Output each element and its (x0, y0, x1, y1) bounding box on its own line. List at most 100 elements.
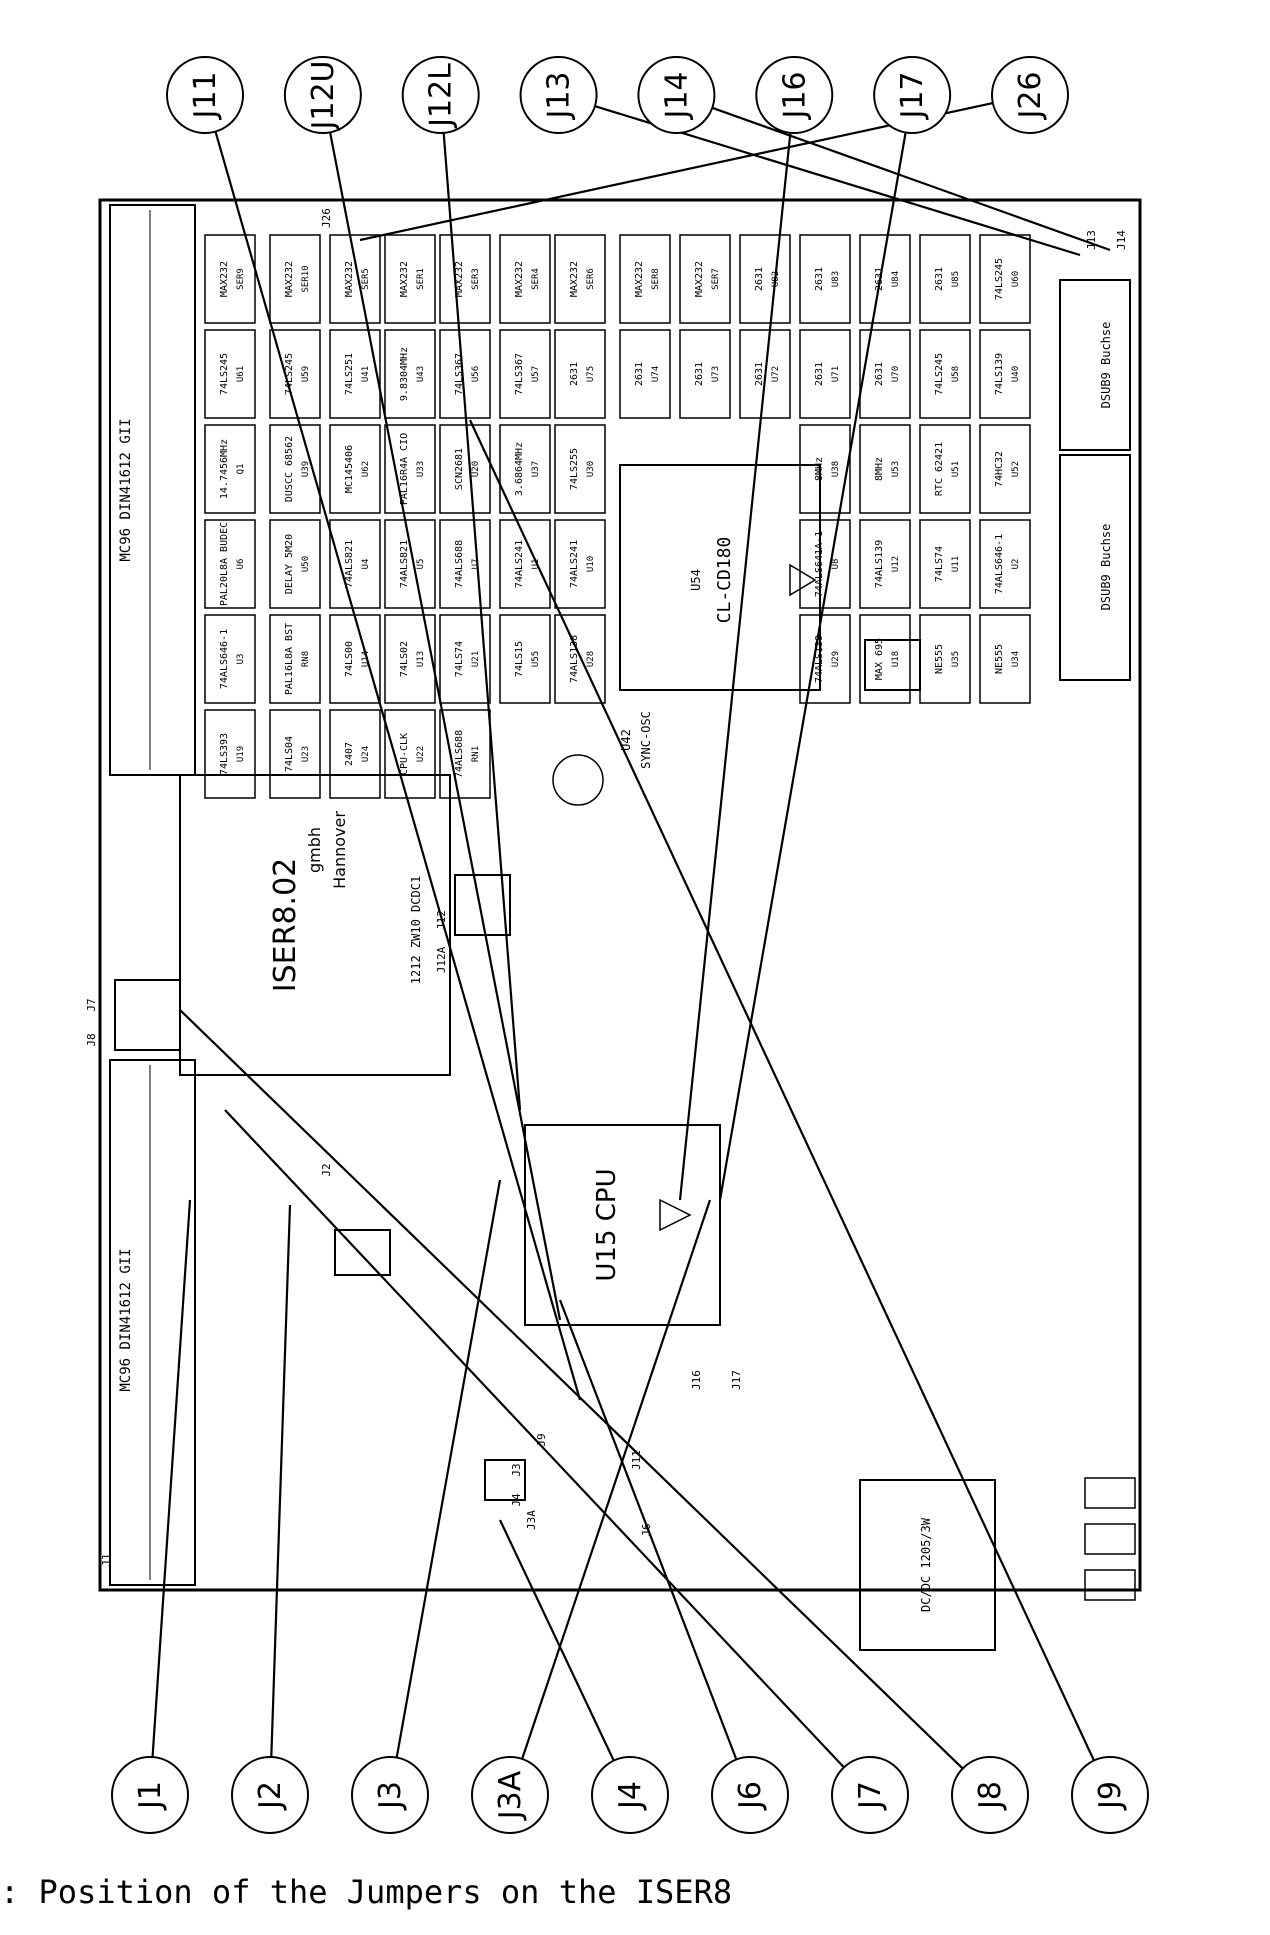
jumper-callout: J12L (401, 56, 480, 134)
jumper-label: J3 (373, 1781, 408, 1811)
leader-line (469, 419, 1095, 1762)
chip-label: MAX232 (344, 261, 355, 297)
leader-line (359, 101, 994, 242)
chip-label: PAL16R4A CIO (399, 433, 410, 505)
callout-circle (873, 56, 952, 134)
jumper-label: J6 (733, 1781, 768, 1811)
dsub-bottom (1059, 454, 1131, 681)
chip-ref: U12 (891, 556, 901, 572)
chip-label: MAX232 (454, 261, 465, 297)
cpu-chip (524, 1124, 721, 1326)
jumper-label: J12L (424, 63, 459, 129)
board-jumper-label: J26 (320, 208, 333, 228)
chip-ref: U33 (416, 461, 426, 477)
callout-circle (991, 56, 1069, 134)
chip-label: 74LS74 (934, 546, 945, 582)
leader-line (214, 131, 582, 1401)
jumper-callout: J26 (991, 56, 1069, 134)
chip-label: 2631 (634, 362, 645, 386)
module-dcdc-label: 1212 ZW10 DCDC1 (409, 876, 423, 984)
board-text: MC96 DIN41612 GII MC96 DIN41612 GII ISER… (85, 208, 1128, 1612)
chip-ref: U71 (831, 366, 841, 382)
leader-line (270, 1204, 292, 1758)
board-jumper-label: J4 (510, 1493, 523, 1507)
chip-ref: U75 (586, 366, 596, 382)
chip-label: 2631 (814, 362, 825, 386)
chip-label: 14.7456MHz (219, 439, 230, 499)
callout-circle (831, 1756, 909, 1834)
chip-ref: U28 (586, 651, 596, 667)
leader-lines (151, 101, 1111, 1770)
chip-ref: U37 (531, 461, 541, 477)
jumper-label: J3A (493, 1770, 528, 1821)
board-jumper-label: J3 (510, 1463, 523, 1476)
chip-ref: U20 (471, 461, 481, 477)
chip: 74LS367 U57 (499, 329, 551, 419)
board-outline (98, 198, 1142, 1592)
center-module-title: ISER8.02 (268, 858, 303, 993)
chip-label: 74LS139 (994, 353, 1005, 395)
chip-label: MAX 695 (874, 638, 885, 680)
led3 (1084, 1477, 1136, 1509)
chip-ref: U3 (236, 654, 246, 665)
leader-line (711, 106, 1111, 252)
chip-label: 8MHz (874, 457, 885, 481)
chip-ref: U62 (361, 461, 371, 477)
chip-label: 74ALS646-1 (994, 534, 1005, 594)
chip-label: 74ALS139 (874, 540, 885, 588)
chip-label: 2631 (814, 267, 825, 291)
chip: 74LS00U14 (329, 614, 381, 704)
callout-circle (755, 56, 834, 134)
jumper-callout: J8 (951, 1756, 1029, 1834)
jumper-label: J11 (188, 71, 223, 120)
chip-ref: U60 (1011, 271, 1021, 287)
chip-ref: SER1 (416, 268, 426, 290)
jumper-label: J8 (973, 1781, 1008, 1811)
chip: 74ALS139 U12 (859, 519, 911, 609)
chip-label: 74LS367 (514, 353, 525, 395)
leader-line (558, 1299, 738, 1760)
jumper-label: J12U (306, 61, 341, 132)
chip-ref: U13 (416, 651, 426, 667)
chip-ref: U5 (416, 559, 426, 570)
dcdc-label: DC/DC 1205/3W (919, 1517, 933, 1612)
board-jumper-label: J12 (435, 910, 448, 930)
chip-ref: Q1 (236, 464, 246, 475)
sync-osc-label: SYNC-OSC (639, 711, 653, 769)
jumper-label: J17 (895, 71, 930, 120)
callout-circle (351, 1756, 429, 1834)
chip-label: CPU-CLK (399, 733, 410, 775)
chip-ref: U52 (1011, 461, 1021, 477)
chip-label: 2631 (754, 362, 765, 386)
chip-ref: SER5 (361, 268, 371, 290)
ctrl-chip-label: CL-CD180 (714, 537, 735, 624)
board-jumper-label: J2 (320, 1163, 333, 1176)
chip-ref: U51 (951, 461, 961, 477)
jumper-label: J2 (253, 1781, 288, 1811)
chip-label: 74ALS641A-1 (814, 531, 825, 597)
jumper-label: J14 (659, 71, 694, 120)
chip-ref: RN1 (471, 746, 481, 762)
dsub-bottom-label: DSUB9 Buchse (1099, 524, 1113, 611)
callout-circle (1071, 1756, 1149, 1834)
chip-ref: U57 (531, 366, 541, 382)
